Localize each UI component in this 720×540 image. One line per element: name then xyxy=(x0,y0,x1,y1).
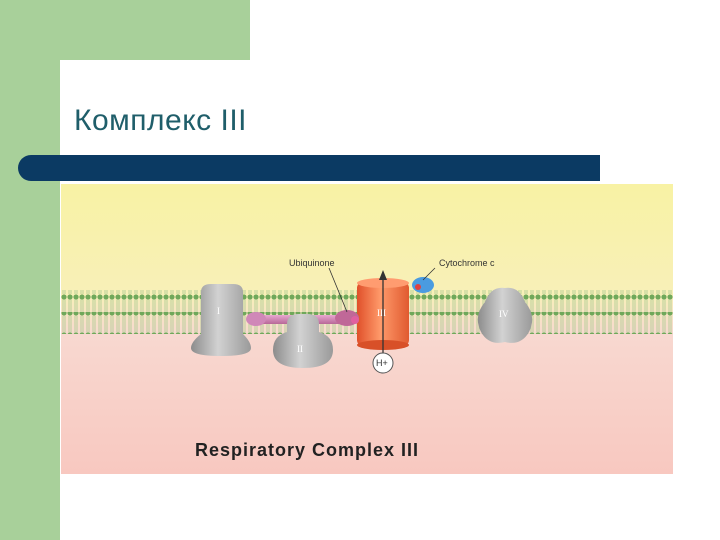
ubiquinone-label: Ubiquinone xyxy=(289,258,335,268)
cytochrome-c-molecule xyxy=(412,277,434,293)
complex-4-label: IV xyxy=(499,309,509,319)
cytochrome-c-label: Cytochrome c xyxy=(439,258,495,268)
proton-badge: H+ xyxy=(372,352,394,374)
complex-1: I xyxy=(191,284,251,356)
ubiquinone-molecule xyxy=(335,310,359,326)
cytochrome-leader xyxy=(422,267,436,281)
slide-title: Комплекс III xyxy=(74,104,248,137)
complex-2-label: II xyxy=(297,344,303,354)
complex-2: II xyxy=(273,314,333,368)
title-divider-bar xyxy=(18,155,600,181)
complex-3-label: III xyxy=(377,308,386,318)
proton-arrow xyxy=(379,270,387,356)
left-green-bar xyxy=(0,0,60,540)
complex-1-label: I xyxy=(217,306,220,316)
proton-label: H+ xyxy=(376,358,388,368)
diagram-svg: I II III IV xyxy=(61,184,673,474)
corner-curve xyxy=(60,60,140,120)
respiratory-complex-figure: I II III IV xyxy=(61,184,673,474)
ubiquinone-leader xyxy=(328,267,348,313)
complex-4: IV xyxy=(477,287,533,343)
top-green-bar xyxy=(0,0,250,60)
figure-caption: Respiratory Complex III xyxy=(195,440,419,460)
